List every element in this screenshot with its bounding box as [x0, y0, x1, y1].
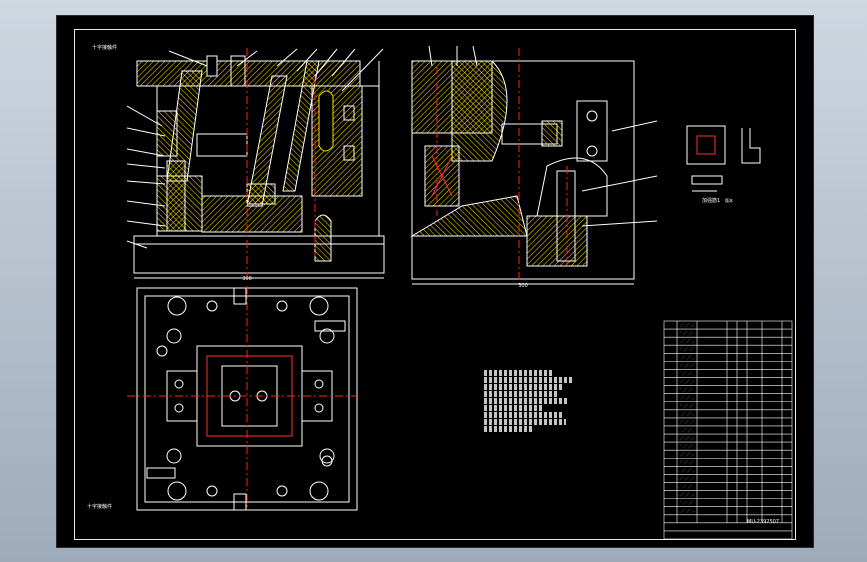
- detail-label: 加强筋1: [702, 197, 720, 204]
- title-block-cell-text: [680, 411, 694, 416]
- front-section-view: [126, 48, 385, 279]
- title-block-cell-text: [680, 468, 694, 473]
- title-block-cell-text: [680, 387, 694, 392]
- title-block-cell-text: [680, 363, 694, 368]
- note-line: [484, 377, 572, 383]
- title-block-cell-text: [680, 379, 694, 384]
- note-line: [484, 412, 562, 418]
- title-block-cell-text: [680, 395, 694, 400]
- bottom-plate: [133, 235, 385, 274]
- title-block-frame: [663, 320, 793, 540]
- title-block-cell-text: [680, 452, 694, 457]
- side-section-view: [410, 45, 658, 285]
- top-left-note: 十字接触件: [92, 44, 117, 51]
- title-block-cell-text: [680, 419, 694, 424]
- title-block-cell-text: [680, 323, 694, 328]
- title-block-cell-text: [680, 347, 694, 352]
- note-line: [484, 384, 564, 390]
- note-line: [484, 426, 534, 432]
- plan-label: 十字接触件: [87, 503, 112, 510]
- title-block-cell-text: [680, 508, 694, 513]
- title-block-cell-text: [680, 339, 694, 344]
- title-block-cell-text: [680, 436, 694, 441]
- title-block: [663, 320, 793, 540]
- title-block-cell-text: [680, 460, 694, 465]
- title-block-cell-text: [680, 500, 694, 505]
- front-width-dim: 300: [242, 276, 252, 282]
- title-block-cell-text: [680, 331, 694, 336]
- detail-sub: 版本: [725, 197, 733, 203]
- title-block-cell-text: [680, 355, 694, 360]
- cad-drawing: 300 十字接触件: [87, 44, 793, 540]
- technical-notes: [484, 370, 574, 433]
- note-line: [484, 405, 544, 411]
- detail-view: [686, 125, 761, 192]
- note-line: [484, 391, 559, 397]
- title-block-cell-text: [680, 427, 694, 433]
- title-block-cell-text: [680, 444, 694, 449]
- title-block-cell-text: [680, 476, 694, 481]
- title-block-cell-text: [680, 484, 694, 489]
- note-line: [484, 419, 566, 425]
- side-width-dim: 300: [518, 283, 528, 289]
- drawing-number: MU-2392507: [747, 519, 779, 525]
- title-block-cell-text: [680, 403, 694, 408]
- note-line: [484, 370, 554, 376]
- drawing-sheet: 300 十字接触件: [56, 15, 814, 548]
- title-block-cell-text: [680, 371, 694, 376]
- title-block-cell-text: [680, 492, 694, 497]
- drawing-border: [74, 29, 796, 540]
- note-line: [484, 398, 569, 404]
- side-view-outline: [411, 60, 635, 280]
- top-clamp-plate: [136, 60, 361, 87]
